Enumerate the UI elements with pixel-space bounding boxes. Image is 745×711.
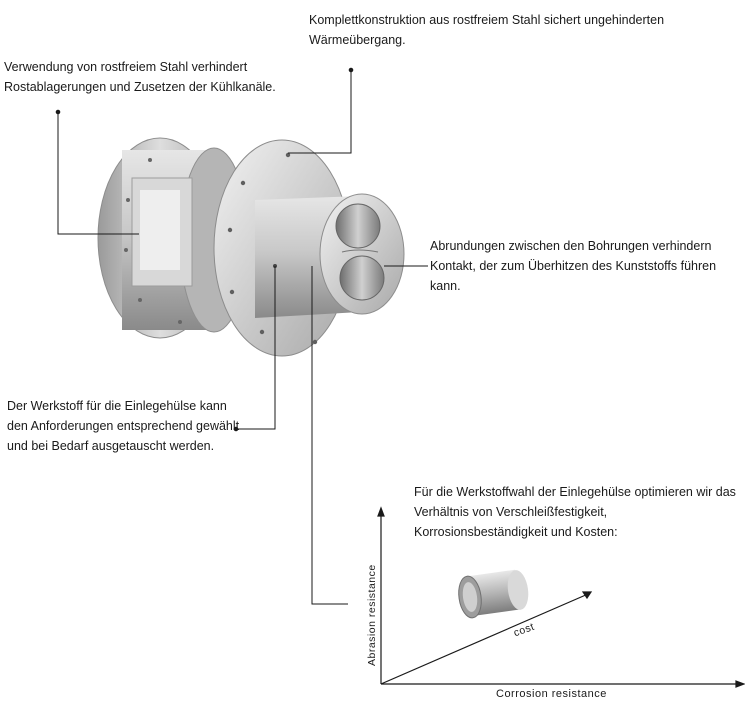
callout-bore-rounding: Abrundungen zwischen den Bohrungen verhi… <box>430 239 717 293</box>
leader-bottom <box>236 266 276 430</box>
twin-bore-end-face <box>319 193 405 315</box>
callout-material-optimization: Für die Werkstoffwahl der Einlegehülse o… <box>414 485 736 539</box>
callout-full-stainless-construction: Komplettkonstruktion aus rostfreiem Stah… <box>309 13 665 47</box>
cost-axis <box>380 593 589 685</box>
sleeve-icon <box>458 569 529 619</box>
callout-stainless-cooling-channels: Verwendung von rostfreiem Stahl verhinde… <box>4 60 276 94</box>
chart-axes <box>377 506 745 688</box>
cost-axis-arrow <box>581 591 593 600</box>
callout-sleeve-material: Der Werkstoff für die Einlegehülse kann … <box>7 399 240 453</box>
leader-top <box>288 70 352 154</box>
leader-chart <box>311 266 348 605</box>
x-axis-arrow <box>735 680 745 688</box>
y-axis-label: Abrasion resistance <box>366 564 378 666</box>
left-flange <box>97 137 249 339</box>
leader-left <box>57 112 139 235</box>
x-axis-label: Corrosion resistance <box>496 688 607 700</box>
y-axis-arrow <box>377 506 385 517</box>
